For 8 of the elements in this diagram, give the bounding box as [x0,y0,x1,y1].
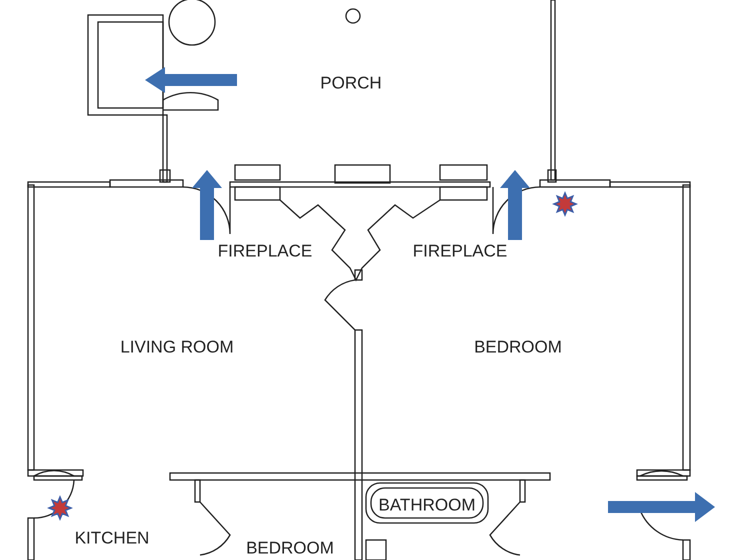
room-label: LIVING ROOM [120,338,234,356]
room-label: KITCHEN [74,530,150,546]
room-label: PORCH [320,74,382,92]
room-label: BEDROOM [246,540,334,556]
room-label: BATHROOM [378,496,476,514]
room-label: FIREPLACE [218,242,312,260]
room-label: FIREPLACE [412,242,508,260]
room-label: BEDROOM [474,338,562,356]
